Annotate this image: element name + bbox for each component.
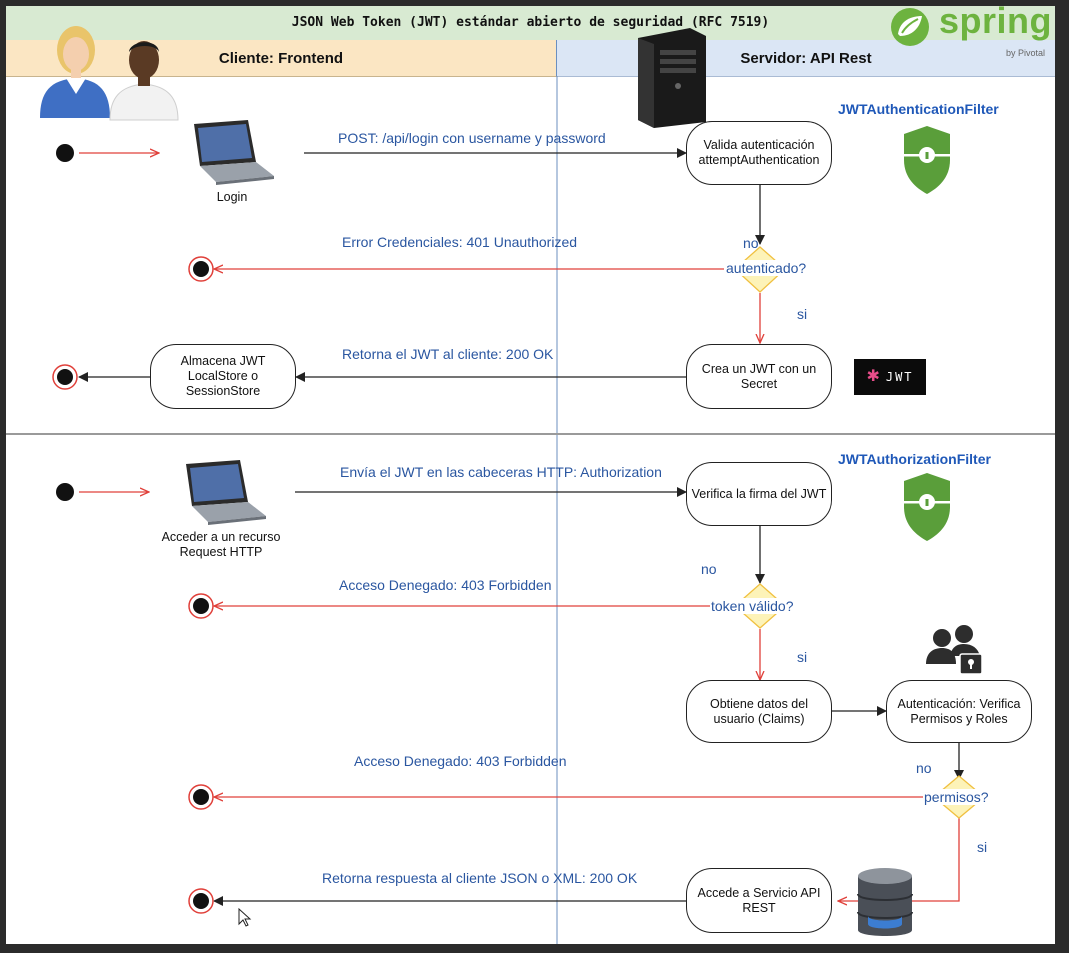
send-jwt-label: Envía el JWT en las cabeceras HTTP: Auth… bbox=[340, 464, 662, 480]
spring-logo-text: spring bbox=[939, 6, 1053, 41]
authentication-filter-label: JWTAuthenticationFilter bbox=[838, 101, 999, 117]
login-caption: Login bbox=[216, 190, 248, 204]
store-jwt-node: Almacena JWT LocalStore o SessionStore bbox=[150, 344, 296, 409]
server-tower-icon bbox=[638, 28, 706, 128]
denied-403-label-1: Acceso Denegado: 403 Forbidden bbox=[339, 577, 552, 593]
end-node-error-401 bbox=[188, 256, 214, 282]
shield-icon bbox=[904, 473, 950, 541]
diagram-title: JSON Web Token (JWT) estándar abierto de… bbox=[6, 6, 1055, 41]
decision2-si-label: si bbox=[797, 649, 808, 665]
end-node-response bbox=[188, 888, 214, 914]
decision1-si-label: si bbox=[797, 306, 808, 322]
mouse-cursor-icon bbox=[238, 908, 252, 927]
create-jwt-node: Crea un JWT con un Secret bbox=[686, 344, 832, 409]
spring-logo-icon bbox=[891, 8, 929, 46]
user-avatars-icon bbox=[40, 26, 179, 121]
lane-header-client: Cliente: Frontend bbox=[6, 40, 557, 77]
auth-permissions-node: Autenticación: Verifica Permisos y Roles bbox=[886, 680, 1032, 743]
return-jwt-label: Retorna el JWT al cliente: 200 OK bbox=[342, 346, 554, 362]
decision2-no-label: no bbox=[701, 561, 717, 577]
service-api-node: Accede a Servicio API REST bbox=[686, 868, 832, 933]
decision1-label: autenticado? bbox=[725, 260, 808, 276]
users-lock-icon bbox=[926, 625, 983, 675]
validate-auth-node: Valida autenticación attemptAuthenticati… bbox=[686, 121, 832, 185]
decision3-si-label: si bbox=[977, 839, 988, 855]
jwt-logo-text: JWT bbox=[885, 370, 914, 384]
decision1-no-label: no bbox=[743, 235, 759, 251]
laptop-icon bbox=[194, 120, 274, 185]
post-login-label: POST: /api/login con username y password bbox=[338, 130, 606, 146]
shield-icon bbox=[904, 126, 950, 194]
decision2-label: token válido? bbox=[710, 598, 795, 614]
jwt-logo-icon: ✱ JWT bbox=[854, 359, 926, 395]
decision3-label: permisos? bbox=[923, 789, 990, 805]
start-node-2 bbox=[56, 483, 74, 501]
response-label: Retorna respuesta al cliente JSON o XML:… bbox=[322, 870, 638, 886]
end-node-denied-2 bbox=[188, 784, 214, 810]
denied-403-label-2: Acceso Denegado: 403 Forbidden bbox=[354, 753, 567, 769]
database-icon bbox=[857, 868, 913, 936]
jwt-star-icon: ✱ bbox=[866, 368, 880, 385]
end-node-stored bbox=[52, 364, 78, 390]
diagram-canvas: JSON Web Token (JWT) estándar abierto de… bbox=[6, 6, 1055, 944]
authorization-filter-label: JWTAuthorizationFilter bbox=[838, 451, 991, 467]
verify-signature-node: Verifica la firma del JWT bbox=[686, 462, 832, 526]
pivotal-text: by Pivotal bbox=[1006, 48, 1046, 58]
access-caption: Acceder a un recurso Request HTTP bbox=[161, 530, 281, 559]
claims-node: Obtiene datos del usuario (Claims) bbox=[686, 680, 832, 743]
laptop-icon bbox=[186, 460, 266, 525]
error-401-label: Error Credenciales: 401 Unauthorized bbox=[342, 234, 578, 250]
decision3-no-label: no bbox=[916, 760, 932, 776]
end-node-denied-1 bbox=[188, 593, 214, 619]
start-node-1 bbox=[56, 144, 74, 162]
